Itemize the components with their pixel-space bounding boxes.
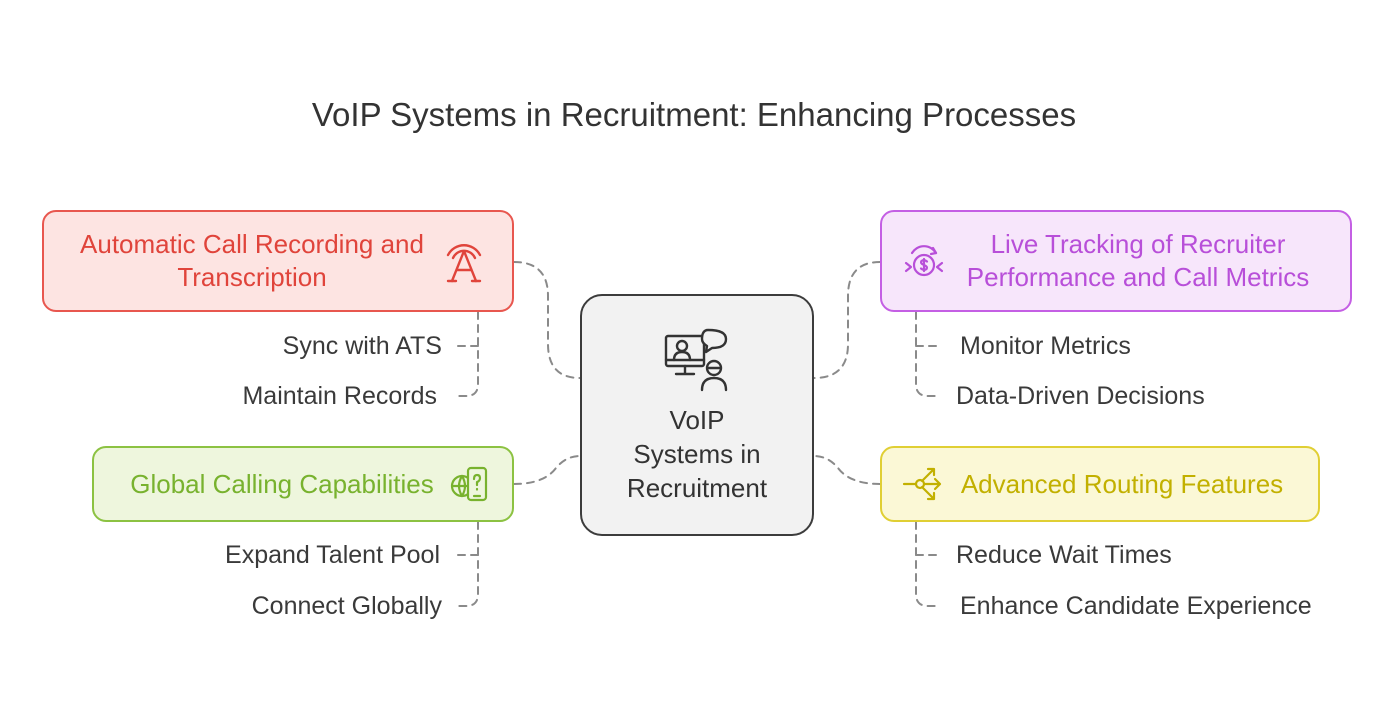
connector-center-routing (813, 455, 881, 485)
globe-phone-icon (448, 460, 496, 508)
broadcast-letter-a-icon (438, 235, 490, 287)
connector-center-tracking (813, 261, 881, 379)
branch-routing-box: Advanced Routing Features (880, 446, 1320, 522)
routing-item-reduce-wait: Reduce Wait Times (956, 541, 1172, 569)
connector-center-recording (513, 261, 581, 379)
connector-recording-items (455, 311, 479, 397)
branch-global-box: Global Calling Capabilities (92, 446, 514, 522)
tracking-item-monitor-metrics: Monitor Metrics (960, 332, 1131, 360)
recording-item-sync-ats: Sync with ATS (282, 332, 442, 360)
branch-tracking-box: Live Tracking of Recruiter Performance a… (880, 210, 1352, 312)
branch-tracking-label: Live Tracking of Recruiter Performance a… (966, 229, 1310, 292)
global-item-expand-talent: Expand Talent Pool (225, 541, 440, 569)
tracking-item-data-driven: Data-Driven Decisions (956, 382, 1205, 410)
branch-global-label: Global Calling Capabilities (130, 468, 434, 499)
global-item-connect-globally: Connect Globally (251, 592, 442, 620)
branch-recording-box: Automatic Call Recording and Transcripti… (42, 210, 514, 312)
center-node: VoIP Systems in Recruitment (580, 294, 814, 536)
routing-item-candidate-experience: Enhance Candidate Experience (960, 592, 1312, 620)
connector-tracking-items (915, 311, 941, 397)
branch-recording-label: Automatic Call Recording and Transcripti… (80, 229, 424, 292)
center-label: VoIP Systems in Recruitment (626, 405, 768, 503)
branch-routing-label: Advanced Routing Features (960, 468, 1284, 499)
recording-item-maintain-records: Maintain Records (242, 382, 437, 410)
video-call-icon (664, 326, 734, 401)
connector-routing-items (915, 521, 941, 607)
connector-center-global (513, 455, 581, 485)
money-cycle-icon (900, 237, 948, 285)
diagram-title: VoIP Systems in Recruitment: Enhancing P… (311, 96, 1077, 133)
connector-global-items (455, 521, 479, 607)
routing-arrows-icon (900, 461, 946, 507)
